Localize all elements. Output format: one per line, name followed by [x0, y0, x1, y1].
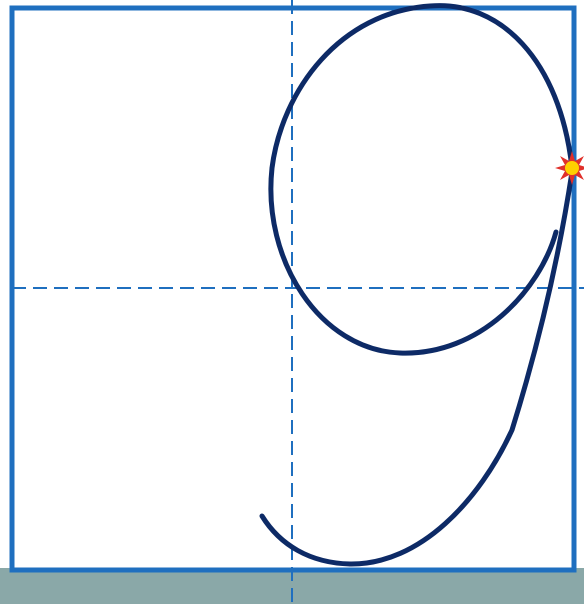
- digit-nine-loop: [268, 3, 575, 356]
- digit-nine-stem: [259, 169, 575, 567]
- sparkle-icon: [555, 151, 584, 185]
